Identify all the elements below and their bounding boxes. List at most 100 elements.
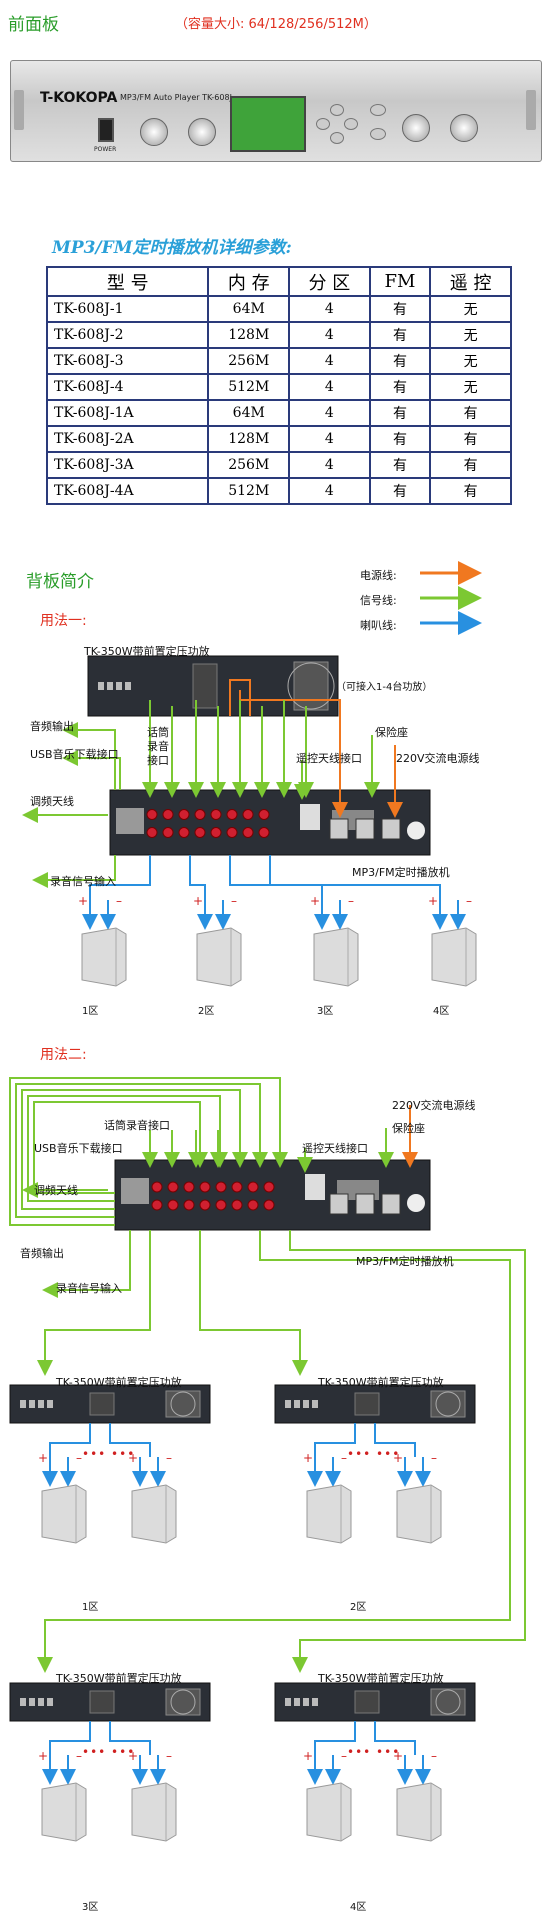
u1-zone-4: 4区 xyxy=(433,1006,450,1017)
u1-player-jack-red xyxy=(162,809,174,820)
u2-amp-4-fan-ring xyxy=(435,1689,461,1715)
u1-player-jack-red xyxy=(226,827,238,838)
u2-amp-1-terminal xyxy=(38,1400,44,1408)
u2-player-jack-red xyxy=(247,1199,259,1211)
menu-buttons[interactable] xyxy=(370,104,390,144)
u2-run-2 xyxy=(314,1423,356,1457)
u2-zone3b-plus-icon: + xyxy=(128,1749,138,1763)
u1-zone2-plus-icon: + xyxy=(193,894,203,908)
u1-amp-terminal xyxy=(107,682,113,690)
u2-player-ac-outlet xyxy=(381,1193,401,1215)
lcd-display xyxy=(230,96,306,152)
cell-model: TK-608J-3 xyxy=(45,347,210,375)
u2-amp-1-terminal xyxy=(29,1400,35,1408)
cell-fm: 有 xyxy=(368,295,432,323)
cell-memory: 64M xyxy=(207,295,291,323)
u1-audio-out-line xyxy=(62,722,116,790)
u2-zone1b-minus-icon: – xyxy=(166,1451,172,1465)
u1-zone3-plus-icon: + xyxy=(310,894,320,908)
u2-speaker-1a xyxy=(41,1484,87,1544)
u2-player-jack-red xyxy=(199,1181,211,1193)
u1-usb: USB音乐下载接口 xyxy=(30,748,119,761)
u1-player-jack-red xyxy=(258,809,270,820)
u2-player-jack-red xyxy=(215,1199,227,1211)
u2-player-jack-red xyxy=(183,1181,195,1193)
u1-power-line xyxy=(239,690,348,818)
u2-zone4b-minus-icon: – xyxy=(431,1749,437,1763)
cell-zones: 4 xyxy=(288,347,371,375)
music-knob[interactable] xyxy=(402,114,430,142)
u1-zone-1: 1区 xyxy=(82,1006,99,1017)
cell-fm: 有 xyxy=(368,373,432,401)
params-title: MP3/FM定时播放机详细参数: xyxy=(52,238,292,258)
front-panel-device: T-KOKOPA MP3/FM Auto Player TK-608J POWE… xyxy=(10,60,542,162)
cell-zones: 4 xyxy=(288,399,371,427)
u2-run-4 xyxy=(314,1721,356,1755)
u2-amp-1-terminal-block xyxy=(89,1392,115,1416)
u2-run-1 xyxy=(49,1423,91,1457)
cell-model: TK-608J-4A xyxy=(45,477,210,505)
u1-audio-out: 音频输出 xyxy=(30,720,74,733)
u2-speaker-4a xyxy=(306,1782,352,1842)
u2-player-ccc-icon xyxy=(407,1194,425,1212)
u2-feed-3 xyxy=(37,1230,511,1673)
u2-player-jack-red xyxy=(167,1199,179,1211)
u1-zone2-minus-icon: – xyxy=(231,894,237,908)
u2-fm: 调频天线 xyxy=(34,1184,78,1197)
nav-buttons[interactable] xyxy=(316,104,358,144)
u2-loop xyxy=(27,1095,228,1202)
u1-player-jack-red xyxy=(162,827,174,838)
u1-zone4-plus-icon: + xyxy=(428,894,438,908)
u2-run-3 xyxy=(49,1721,91,1755)
u1-player-jack-red xyxy=(258,827,270,838)
u2-player-jack-red xyxy=(263,1199,275,1211)
cell-fm: 有 xyxy=(368,477,432,505)
u1-speaker-2 xyxy=(196,927,242,987)
u2-amp-3-fan-ring xyxy=(170,1689,196,1715)
u1-player-remote-port xyxy=(300,804,320,830)
u2-amp-1-fan-ring xyxy=(170,1391,196,1417)
mic-knob[interactable] xyxy=(450,114,478,142)
input-knob[interactable] xyxy=(188,118,216,146)
u1-mic: 话筒录音接口 xyxy=(147,726,169,767)
u1-amp-terminal xyxy=(116,682,122,690)
u2-amp-4-terminal xyxy=(312,1698,318,1706)
legend-speaker: 喇叭线: xyxy=(360,619,397,632)
u1-player-jack-red xyxy=(242,827,254,838)
cell-remote: 有 xyxy=(429,425,512,453)
u2-amp-4-terminal xyxy=(285,1698,291,1706)
u2-amp-2-terminal xyxy=(303,1400,309,1408)
power-switch[interactable] xyxy=(98,118,114,142)
u2-amp-3-terminal-block xyxy=(89,1690,115,1714)
u2-player-jack-red xyxy=(183,1199,195,1211)
u2-ellipsis-3: ••• ••• xyxy=(82,1745,135,1759)
u1-player-ac-outlet xyxy=(355,818,375,840)
u2-ellipsis-1: ••• ••• xyxy=(82,1447,135,1461)
u2-amp-label-4: TK-350W带前置定压功放 xyxy=(318,1672,444,1685)
u2-player-jack-red xyxy=(231,1181,243,1193)
u2-run-4 xyxy=(374,1721,416,1755)
cell-fm: 有 xyxy=(368,451,432,479)
u2-zone2b-minus-icon: – xyxy=(431,1451,437,1465)
table-header-row: 型 号 内 存 分 区 FM 遥 控 xyxy=(45,266,512,297)
u2-speaker-4b xyxy=(396,1782,442,1842)
u2-feed-2 xyxy=(199,1230,308,1376)
u2-amp-3-fan-icon xyxy=(165,1688,201,1716)
u2-amp-2-terminal xyxy=(285,1400,291,1408)
cell-fm: 有 xyxy=(368,425,432,453)
u1-player-jack-red xyxy=(146,809,158,820)
u2-player-jack-red xyxy=(231,1199,243,1211)
cell-model: TK-608J-2A xyxy=(45,425,210,453)
u2-usb: USB音乐下载接口 xyxy=(34,1142,123,1155)
u2-player-jack-red xyxy=(199,1199,211,1211)
u1-player-jack-red xyxy=(242,809,254,820)
u2-amp-4-terminal-block xyxy=(354,1690,380,1714)
u1-player-jack-red xyxy=(210,809,222,820)
u1-usb-line xyxy=(62,750,121,790)
u2-amp-1-fan-icon xyxy=(165,1390,201,1418)
volume-knob[interactable] xyxy=(140,118,168,146)
u2-zone4b-plus-icon: + xyxy=(393,1749,403,1763)
